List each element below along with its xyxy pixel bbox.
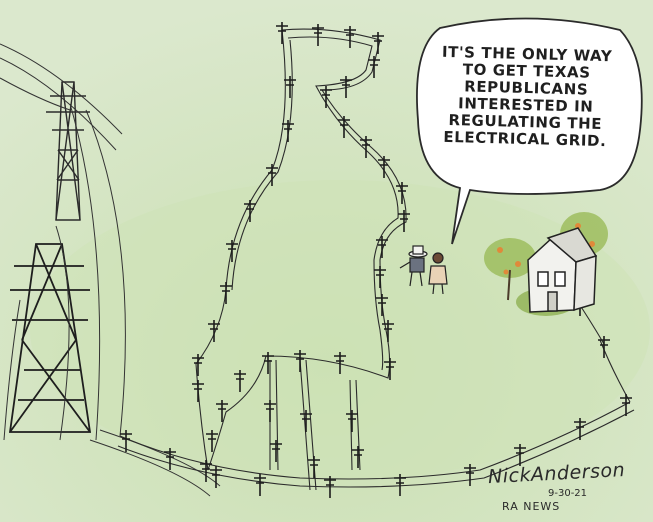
utility-pole-icon	[226, 240, 238, 262]
utility-pole-icon	[372, 32, 384, 54]
utility-pole-icon	[234, 370, 246, 392]
utility-pole-icon	[200, 460, 212, 482]
utility-pole-icon	[254, 474, 266, 496]
house-icon	[527, 227, 598, 313]
utility-pole-icon	[284, 76, 296, 98]
utility-pole-icon	[308, 456, 320, 478]
utility-pole-icon	[282, 120, 294, 142]
signature-date: 9-30-21	[548, 488, 588, 499]
utility-pole-icon	[220, 282, 232, 304]
utility-pole-icon	[464, 464, 476, 486]
utility-pole-icon	[384, 358, 396, 380]
transmission-tower-icon-front	[8, 243, 92, 433]
utility-pole-icon	[340, 76, 352, 98]
utility-pole-icon	[360, 136, 372, 158]
utility-pole-icon	[334, 352, 346, 374]
utility-pole-icon	[344, 26, 356, 48]
power-lines-left	[0, 43, 221, 497]
speech-bubble-text: IT'S THE ONLY WAY TO GET TEXAS REPUBLICA…	[417, 43, 636, 151]
utility-pole-icon	[374, 266, 386, 288]
utility-pole-icon	[294, 350, 306, 372]
speech-bubble	[416, 17, 643, 245]
utility-pole-icon	[398, 210, 410, 232]
utility-pole-icon	[394, 474, 406, 496]
utility-pole-icon	[352, 446, 364, 468]
utility-pole-icon	[320, 86, 332, 108]
utility-pole-icon	[396, 182, 408, 204]
utility-pole-icon	[192, 380, 204, 402]
utility-pole-icon	[368, 56, 380, 78]
utility-pole-icon	[210, 466, 222, 488]
artist-signature: NickAnderson 9-30-21 RA NEWS	[488, 459, 648, 513]
utility-pole-icon	[324, 476, 336, 498]
utility-pole-icon	[164, 448, 176, 470]
signature-name: NickAnderson	[487, 459, 626, 489]
utility-pole-icon	[574, 418, 586, 440]
utility-pole-icon	[346, 410, 358, 432]
utility-poles	[120, 22, 632, 498]
utility-pole-icon	[216, 400, 228, 422]
utility-pole-icon	[244, 200, 256, 222]
utility-pole-icon	[270, 440, 282, 462]
utility-pole-icon	[262, 352, 274, 374]
utility-pole-icon	[376, 294, 388, 316]
person-icon-cowboy	[399, 245, 428, 287]
utility-pole-icon	[208, 320, 220, 342]
utility-pole-icon	[266, 164, 278, 186]
utility-pole-icon	[338, 116, 350, 138]
utility-pole-icon	[382, 320, 394, 342]
utility-pole-icon	[376, 236, 388, 258]
utility-pole-icon	[378, 156, 390, 178]
grass-field	[30, 180, 650, 480]
utility-pole-icon	[120, 430, 132, 452]
utility-pole-icon	[300, 410, 312, 432]
utility-pole-icon	[264, 400, 276, 422]
utility-pole-icon	[192, 354, 204, 376]
utility-pole-icon	[276, 22, 288, 44]
utility-pole-icon	[206, 430, 218, 452]
utility-pole-icon	[312, 24, 324, 46]
utility-pole-icon	[620, 394, 632, 416]
utility-pole-icon	[598, 336, 610, 358]
signature-outlet: RA NEWS	[502, 500, 561, 513]
utility-pole-icon	[514, 444, 526, 466]
person-icon-woman	[428, 252, 448, 295]
